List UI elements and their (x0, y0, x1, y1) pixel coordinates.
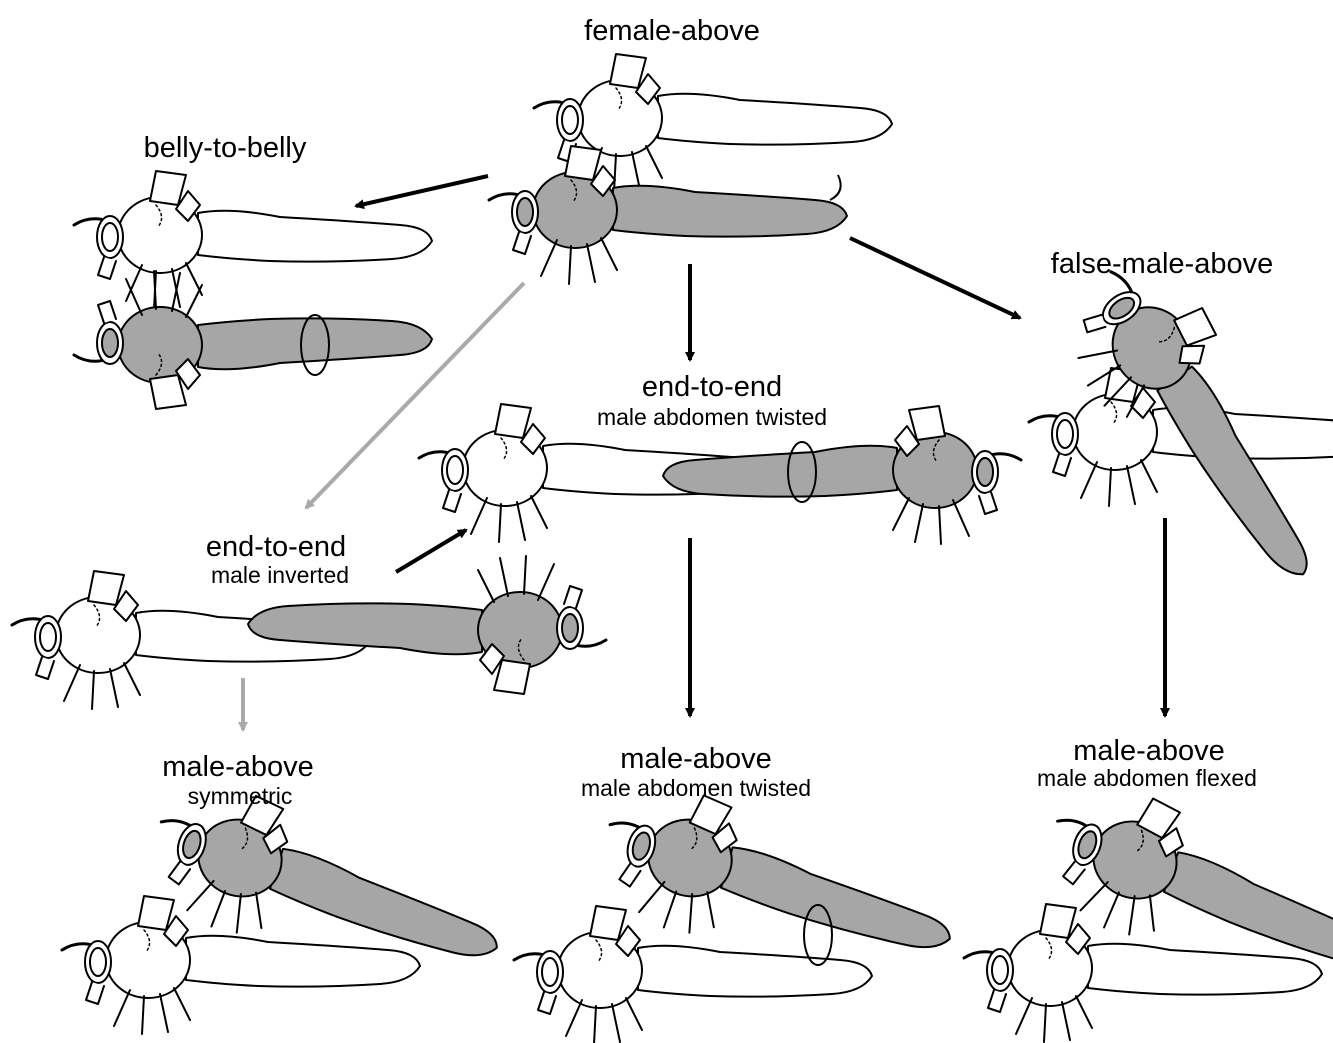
arrow-end-to-end-inverted-to-end-to-end-twisted (394, 528, 468, 574)
twist-ring (803, 904, 833, 966)
label-male-above-flexed-title: male-above (1073, 735, 1225, 767)
twist-ring (787, 441, 817, 503)
female-fly (72, 169, 434, 311)
arrow-female-above-to-false-male-above (849, 236, 1022, 320)
label-belly-to-belly: belly-to-belly (144, 132, 307, 164)
label-false-male-above: false-male-above (1051, 248, 1273, 280)
male-fly (487, 144, 849, 286)
label-end-to-end-twisted-subtitle: male abdomen twisted (597, 404, 827, 430)
genital-hook (829, 174, 842, 201)
label-male-above-flexed-subtitle: male abdomen flexed (1037, 765, 1257, 791)
label-end-to-end-twisted-title: end-to-end (642, 371, 782, 403)
arrow-female-above-to-end-to-end-inverted (304, 281, 526, 510)
pair-belly-to-belly (72, 169, 434, 411)
label-end-to-end-inverted-subtitle: male inverted (211, 562, 349, 588)
label-end-to-end-inverted-title: end-to-end (206, 531, 346, 563)
arrow-female-above-to-belly-to-belly (354, 174, 489, 210)
label-male-above-twisted-subtitle: male abdomen twisted (581, 775, 811, 801)
pair-male-above-twisted (512, 771, 971, 1043)
pair-male-above-flexed (962, 768, 1333, 1043)
twist-ring (300, 314, 330, 376)
transition-arrows (238, 174, 1170, 732)
pair-male-above-symmetric (60, 769, 520, 1036)
female-fly (512, 904, 874, 1043)
pair-false-male-above (1027, 239, 1333, 615)
male-fly (72, 269, 434, 411)
pair-female-above (487, 52, 894, 286)
label-male-above-symmetric-subtitle: symmetric (188, 783, 293, 809)
pair-end-to-end-twisted (417, 402, 1021, 544)
node-labels: female-above belly-to-belly false-male-a… (144, 15, 1274, 809)
label-male-above-symmetric-title: male-above (162, 751, 314, 783)
label-male-above-twisted-title: male-above (620, 743, 772, 775)
label-female-above: female-above (584, 15, 760, 47)
